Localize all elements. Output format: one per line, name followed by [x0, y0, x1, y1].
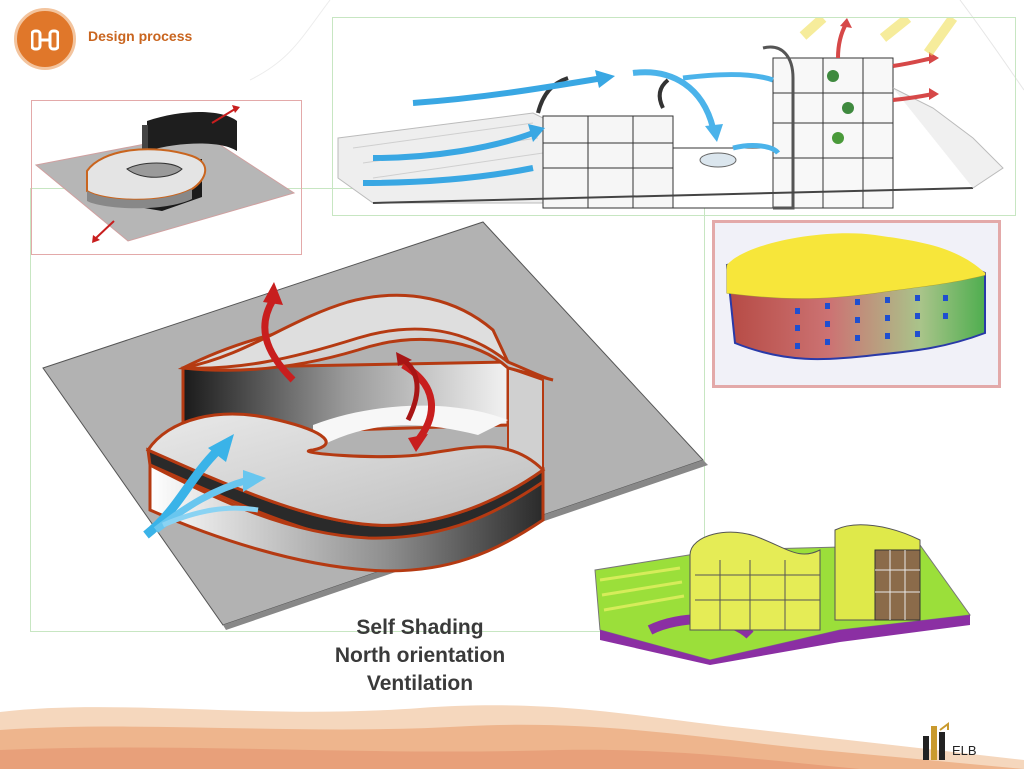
page-title: Design process: [88, 28, 193, 44]
caption-ventilation: Ventilation: [366, 672, 474, 695]
solar-radiation-model: [725, 233, 986, 361]
s-shape-ventilation-diagram: [42, 221, 708, 630]
caption-self-shading: Self Shading: [356, 616, 484, 639]
building-logo-icon: [923, 722, 949, 760]
sun-exposure-3d-model: [594, 524, 971, 665]
caption-north-orientation: North orientation: [334, 644, 506, 667]
connector-icon: [14, 8, 76, 70]
bottom-wave-decoration: [0, 705, 1024, 769]
design-strategy-caption: Self Shading North orientation Ventilati…: [280, 614, 560, 698]
building-section-airflow-diagram: [337, 18, 1004, 210]
logo-text: ELB: [952, 743, 977, 758]
section-drawing-frame: [332, 17, 1016, 216]
small-model-frame: [31, 100, 302, 255]
shading-model-diagram: [34, 105, 296, 243]
